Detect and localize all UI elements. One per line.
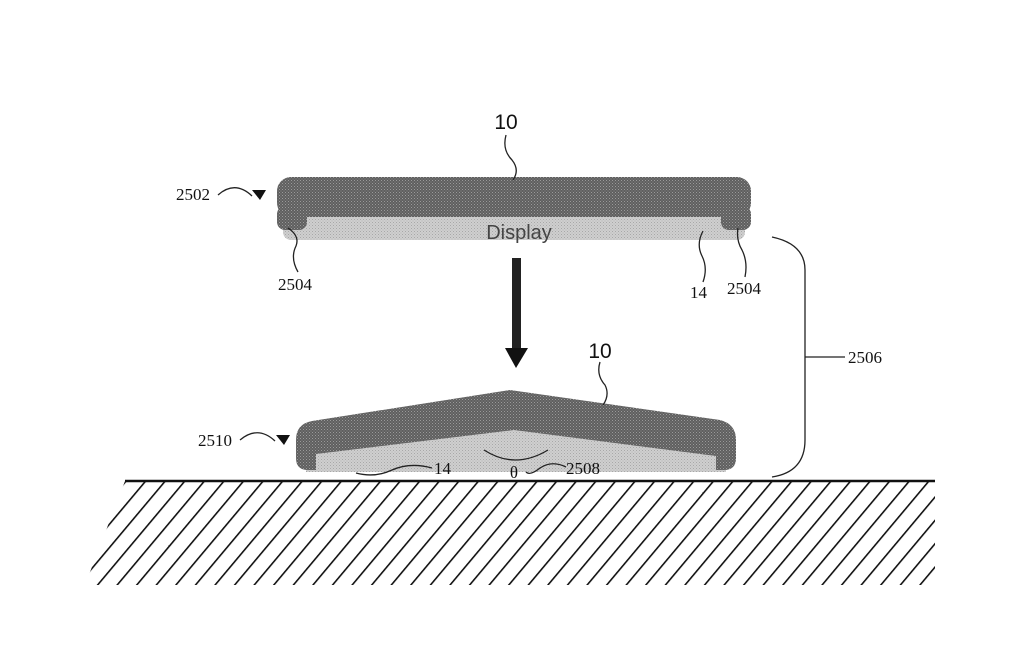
flat-device-edge-right bbox=[721, 206, 751, 230]
label-edge-right: 2504 bbox=[727, 279, 762, 298]
arrowhead-bent-state-icon bbox=[276, 435, 290, 445]
label-bend-angle: 2508 bbox=[566, 459, 600, 478]
bend-angle-arc bbox=[483, 449, 549, 461]
bent-device bbox=[296, 390, 736, 472]
ground-hatching bbox=[85, 481, 935, 585]
label-transition: 2506 bbox=[848, 348, 882, 367]
label-display-bottom: 14 bbox=[434, 459, 452, 478]
bent-device-housing bbox=[296, 390, 736, 470]
leader-edge-left bbox=[287, 227, 299, 273]
leader-device-top bbox=[504, 134, 517, 181]
label-edge-left: 2504 bbox=[278, 275, 313, 294]
label-bent-state: 2510 bbox=[198, 431, 232, 450]
label-device-top: 10 bbox=[494, 111, 517, 134]
leader-bend-angle bbox=[525, 463, 567, 474]
label-device-bottom: 10 bbox=[588, 340, 611, 363]
arrowhead-flat-state-icon bbox=[252, 190, 266, 200]
leader-display-bottom bbox=[355, 464, 433, 476]
leader-flat-state bbox=[217, 187, 253, 197]
flat-device-edge-left bbox=[277, 206, 307, 230]
label-display-top: 14 bbox=[690, 283, 708, 302]
transition-bracket bbox=[771, 236, 806, 478]
flat-device-housing bbox=[277, 177, 751, 217]
leader-display-top bbox=[698, 230, 706, 283]
label-flat-state: 2502 bbox=[176, 185, 210, 204]
display-label: Display bbox=[486, 222, 552, 244]
leader-bent-state bbox=[239, 432, 276, 442]
bent-device-display-layer bbox=[306, 426, 726, 472]
flat-device: Display bbox=[277, 177, 751, 244]
leader-device-bottom bbox=[598, 361, 608, 406]
ground-surface bbox=[85, 479, 935, 585]
down-arrow-icon bbox=[505, 258, 528, 368]
leader-edge-right bbox=[736, 227, 747, 278]
label-angle-symbol: θ bbox=[510, 463, 518, 482]
